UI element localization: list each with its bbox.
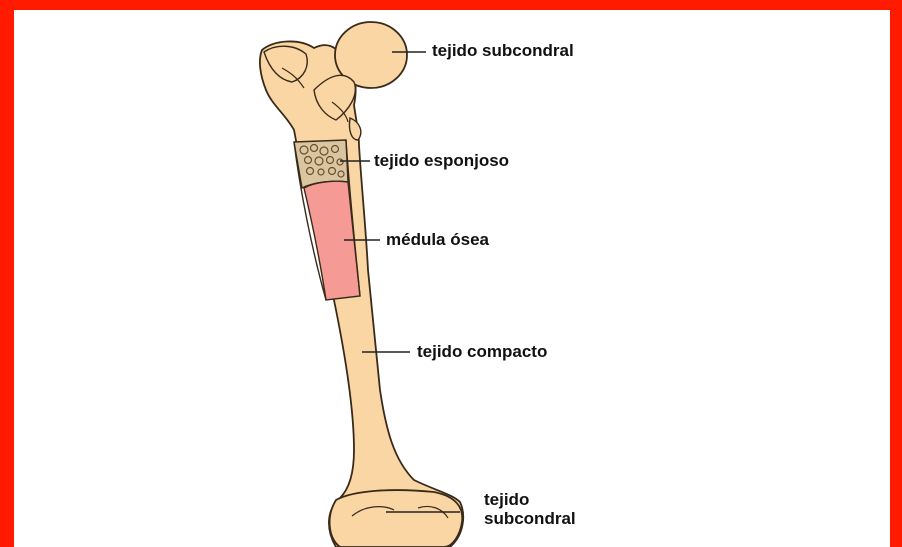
label-compacto: tejido compacto bbox=[417, 343, 547, 361]
label-subcondral-bottom-line1: tejido bbox=[484, 491, 529, 509]
label-subcondral-bottom-line2: subcondral bbox=[484, 510, 576, 528]
femur-shaft bbox=[260, 41, 463, 547]
label-esponjoso: tejido esponjoso bbox=[374, 152, 509, 170]
distal-condyles bbox=[330, 490, 463, 547]
femur-illustration bbox=[14, 10, 890, 547]
label-medula: médula ósea bbox=[386, 231, 489, 249]
label-subcondral-top: tejido subcondral bbox=[432, 42, 574, 60]
diagram-canvas: tejido subcondral tejido esponjoso médul… bbox=[14, 10, 890, 547]
